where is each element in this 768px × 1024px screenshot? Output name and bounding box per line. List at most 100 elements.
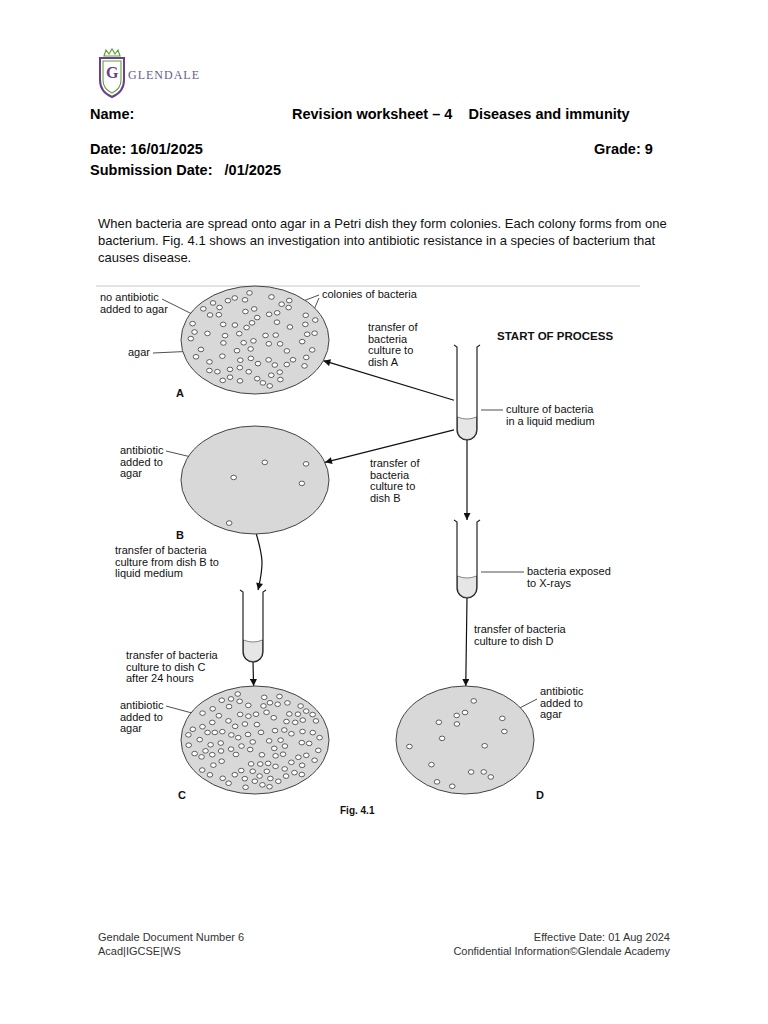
bacteria-colony	[312, 331, 318, 336]
bacteria-colony	[254, 315, 260, 320]
callout-label: bacteria exposed to X-rays	[527, 566, 619, 589]
bacteria-colony	[233, 752, 239, 757]
bacteria-colony	[271, 746, 277, 751]
bacteria-colony	[236, 331, 242, 336]
process-heading: START OF PROCESS	[497, 330, 613, 342]
arrow-label: transfer of bacteria culture to dish B	[370, 458, 432, 504]
bacteria-colony	[298, 704, 304, 709]
liquid-medium	[244, 640, 263, 662]
bacteria-colony	[232, 724, 238, 729]
bacteria-colony	[258, 730, 264, 735]
bacteria-colony	[190, 321, 196, 326]
arrow-label: transfer of bacteria culture from dish B…	[115, 545, 227, 580]
bacteria-colony	[306, 741, 312, 746]
bacteria-colony	[285, 701, 291, 706]
bacteria-colony	[299, 740, 305, 745]
bacteria-colony	[228, 747, 234, 752]
bacteria-colony	[261, 695, 267, 700]
transfer-arrow	[252, 662, 254, 686]
bacteria-colony	[436, 720, 442, 725]
bacteria-colony	[289, 731, 295, 736]
bacteria-colony	[237, 379, 243, 384]
logo-letter: G	[106, 65, 118, 82]
bacteria-colony	[252, 779, 258, 784]
bacteria-colony	[199, 755, 205, 760]
bacteria-colony	[275, 702, 281, 707]
bacteria-colony	[266, 341, 272, 346]
bacteria-colony	[245, 703, 251, 708]
form-field: Submission Date: /01/2025	[90, 163, 281, 178]
bacteria-colony	[255, 361, 261, 366]
bacteria-colony	[203, 749, 209, 754]
bacteria-colony	[234, 348, 240, 353]
bacteria-colony	[273, 764, 279, 769]
bacteria-colony	[254, 376, 260, 381]
bacteria-colony	[312, 758, 318, 763]
bacteria-colony	[190, 727, 196, 732]
logo-wordmark: GLENDALE	[128, 69, 200, 82]
bacteria-colony	[245, 732, 251, 737]
footer-text: Acad|IGCSE|WS	[98, 946, 181, 958]
bacteria-colony	[260, 381, 266, 386]
transfer-arrow	[466, 440, 467, 520]
bacteria-colony	[282, 728, 288, 733]
bacteria-colony	[221, 341, 227, 346]
bacteria-colony	[481, 770, 487, 775]
test-tube: bacteria exposed to X-rays	[454, 520, 480, 598]
bacteria-colony	[300, 718, 306, 723]
bacteria-colony	[261, 704, 267, 709]
bacteria-colony	[243, 785, 249, 790]
bacteria-colony	[287, 712, 293, 717]
form-field: Date: 16/01/2025	[90, 142, 203, 157]
bacteria-colony	[471, 699, 477, 704]
bacteria-colony	[488, 775, 494, 780]
bacteria-colony	[299, 763, 305, 768]
dish-outline	[395, 685, 535, 795]
bacteria-colony	[310, 730, 316, 735]
bacteria-colony	[462, 710, 468, 715]
bacteria-colony	[303, 709, 309, 714]
agar-plate	[181, 686, 329, 794]
leader-line	[481, 572, 524, 573]
bacteria-colony	[272, 363, 278, 368]
bacteria-colony	[192, 330, 198, 335]
bacteria-colony	[284, 719, 290, 724]
bacteria-colony	[237, 699, 243, 704]
bacteria-colony	[262, 460, 268, 465]
bacteria-colony	[283, 774, 289, 779]
bacteria-colony	[207, 360, 213, 365]
bacteria-colony	[266, 312, 272, 317]
dish-letter: C	[178, 790, 186, 802]
bacteria-colony	[247, 291, 253, 296]
bacteria-colony	[267, 700, 273, 705]
bacteria-colony	[299, 339, 305, 344]
bacteria-colony	[280, 752, 286, 757]
bacteria-colony	[500, 716, 506, 721]
bacteria-colony	[282, 767, 288, 772]
bacteria-colony	[287, 325, 293, 330]
callout-label: colonies of bacteria	[322, 289, 417, 301]
bacteria-colony	[246, 714, 252, 719]
bacteria-colony	[449, 784, 455, 789]
bacteria-colony	[226, 781, 232, 786]
bacteria-colony	[317, 735, 323, 740]
bacteria-colony	[303, 322, 309, 327]
bacteria-colony	[276, 779, 282, 784]
bacteria-colony	[200, 724, 206, 729]
petri-dish: B	[180, 425, 330, 535]
bacteria-colony	[250, 740, 256, 745]
bacteria-colony	[186, 733, 192, 738]
bacteria-colony	[254, 722, 260, 727]
bacteria-colony	[216, 713, 222, 718]
bacteria-colony	[273, 754, 279, 759]
callout-label: culture of bacteria in a liquid medium	[506, 404, 599, 427]
arrow-label: transfer of bacteria culture to dish C a…	[126, 650, 223, 685]
bacteria-colony	[220, 322, 226, 327]
bacteria-colony	[211, 763, 217, 768]
bacteria-colony	[284, 362, 290, 367]
bacteria-colony	[313, 719, 319, 724]
bacteria-colony	[238, 768, 244, 773]
bacteria-colony	[227, 367, 233, 372]
bacteria-colony	[482, 743, 488, 748]
bacteria-colony	[266, 739, 272, 744]
